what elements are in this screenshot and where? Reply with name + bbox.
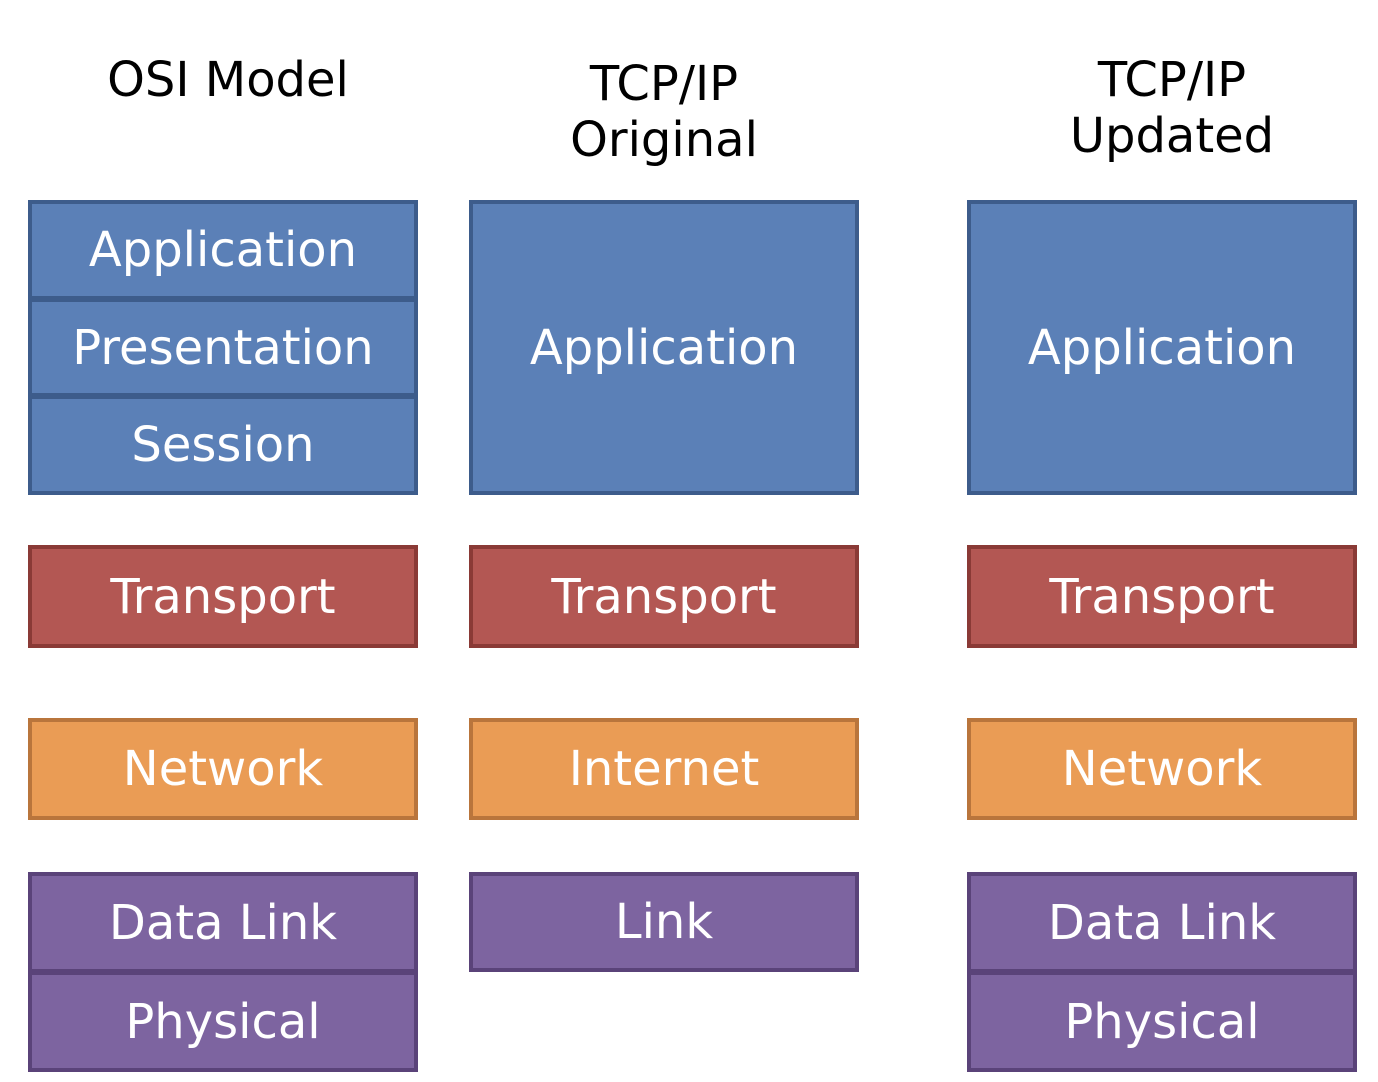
layer-internet: Internet	[568, 741, 760, 797]
heading-tcpip-original: TCP/IP Original	[469, 56, 859, 168]
heading-line: Original	[570, 112, 758, 168]
tcpip-original-transport-box: Transport	[469, 545, 859, 648]
tcpip-updated-link-group: Data Link Physical	[967, 872, 1357, 1072]
layer-physical: Physical	[32, 969, 414, 1068]
tcpip-updated-network-box: Network	[967, 718, 1357, 820]
osi-application-group: Application Presentation Session	[28, 200, 418, 495]
heading-line: OSI Model	[107, 52, 349, 108]
heading-line: TCP/IP	[1097, 52, 1247, 108]
layer-presentation: Presentation	[32, 295, 414, 394]
tcpip-original-internet-box: Internet	[469, 718, 859, 820]
tcpip-original-link-box: Link	[469, 872, 859, 972]
layer-session: Session	[32, 393, 414, 491]
layer-data-link: Data Link	[108, 894, 338, 951]
heading-osi-model: OSI Model	[28, 52, 428, 108]
osi-link-group: Data Link Physical	[28, 872, 418, 1072]
layer-application: Application	[1027, 319, 1297, 376]
osi-transport-box: Transport	[28, 545, 418, 648]
layer-link: Link	[614, 894, 714, 950]
osi-network-box: Network	[28, 718, 418, 820]
layer-physical: Physical	[971, 969, 1353, 1068]
layer-transport: Transport	[551, 568, 777, 625]
layer-network: Network	[1061, 741, 1263, 797]
tcpip-original-application-box: Application	[469, 200, 859, 495]
heading-tcpip-updated: TCP/IP Updated	[967, 52, 1377, 164]
layer-transport: Transport	[110, 568, 336, 625]
layer-application: Application	[88, 221, 358, 278]
tcpip-updated-transport-box: Transport	[967, 545, 1357, 648]
layer-data-link: Data Link	[1047, 894, 1277, 951]
layer-transport: Transport	[1049, 568, 1275, 625]
heading-line: Updated	[1069, 108, 1275, 164]
layer-application: Application	[529, 319, 799, 376]
tcpip-updated-application-box: Application	[967, 200, 1357, 495]
heading-line: TCP/IP	[589, 56, 739, 112]
layer-network: Network	[122, 741, 324, 797]
